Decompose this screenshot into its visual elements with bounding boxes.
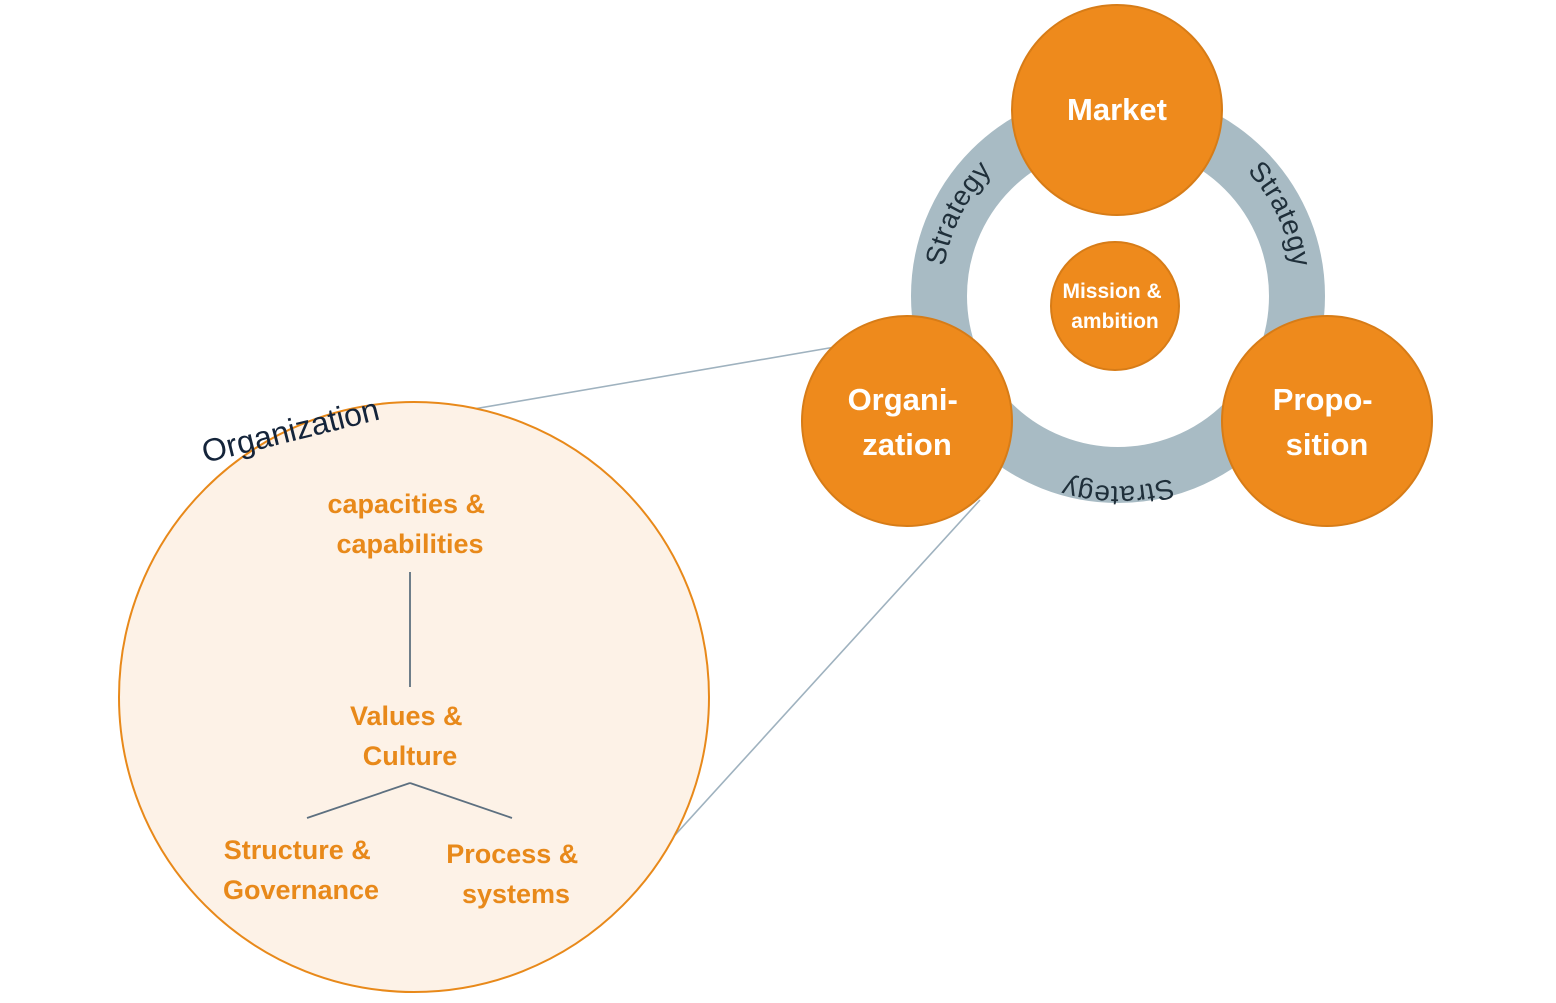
proposition-node: Propo- sition: [1221, 315, 1433, 527]
structure-governance-label: Structure & Governance: [223, 835, 379, 905]
market-node: Market: [1011, 4, 1223, 216]
values-culture-label: Values & Culture: [350, 701, 470, 771]
organization-node: Organi- zation: [801, 315, 1013, 527]
mission-ambition-node: Mission & ambition: [1050, 241, 1180, 371]
tree-line-left: [306, 782, 411, 819]
tree-line-right: [409, 782, 513, 819]
organization-node-label: Organi- zation: [848, 382, 967, 462]
zoom-connector-bottom: [624, 499, 981, 891]
zoom-connector-top: [414, 346, 836, 420]
proposition-node-label: Propo- sition: [1273, 382, 1382, 462]
mission-ambition-label: Mission & ambition: [1062, 280, 1167, 333]
organization-zoom-circle: [118, 401, 710, 993]
process-systems-label: Process & systems: [446, 839, 586, 909]
market-node-label: Market: [1067, 92, 1167, 127]
capacities-capabilities-label: capacities & capabilities: [327, 489, 492, 559]
